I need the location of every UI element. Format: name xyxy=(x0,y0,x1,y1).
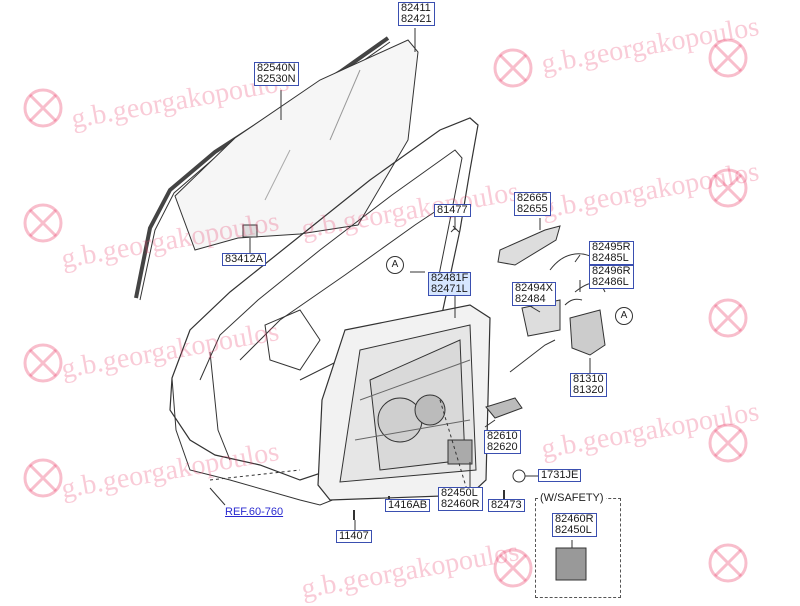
callout-a-marker: A xyxy=(615,307,633,325)
part-label-glass-run[interactable]: 82540N 82530N xyxy=(254,62,299,86)
part-number: 82450L xyxy=(555,524,592,536)
part-number: 82610 xyxy=(487,430,518,442)
part-label-glass[interactable]: 82411 82421 xyxy=(398,2,435,26)
safety-caption: (W/SAFETY) xyxy=(538,492,606,504)
part-number: 82665 xyxy=(517,192,548,204)
part-number: 82471L xyxy=(431,283,468,295)
part-label-motor-bolt[interactable]: 82473 xyxy=(488,499,525,512)
part-number: 81320 xyxy=(573,384,604,396)
part-number: 82655 xyxy=(517,203,548,215)
part-label-glass-holder[interactable]: 83412A xyxy=(222,253,266,266)
reference-link[interactable]: REF.60-760 xyxy=(225,506,284,518)
part-label-handle-bracket[interactable]: 82665 82655 xyxy=(514,192,551,216)
part-number: 82460R xyxy=(441,498,480,510)
part-number: 82411 xyxy=(401,2,431,14)
part-label-inner-handle-base[interactable]: 82494X 82484 xyxy=(512,282,556,306)
part-label-inner-handle[interactable]: 82610 82620 xyxy=(484,430,521,454)
part-label-rod-b[interactable]: 82496R 82486L xyxy=(589,265,634,289)
part-number: 82460R xyxy=(555,513,594,525)
part-number: 81310 xyxy=(573,373,604,385)
part-number: 82530N xyxy=(257,73,296,85)
part-number: 82494X xyxy=(515,282,553,294)
part-label-regulator[interactable]: 82481F 82471L xyxy=(428,272,472,296)
part-number: 82620 xyxy=(487,441,518,453)
part-number: 82486L xyxy=(592,276,629,288)
part-number: 82540N xyxy=(257,62,296,74)
part-number: 82484 xyxy=(515,293,546,305)
part-label-screw[interactable]: 1416AB xyxy=(385,499,431,512)
part-label-safety-motor[interactable]: 82460R 82450L xyxy=(552,513,597,537)
part-label-bolt-top[interactable]: 81477 xyxy=(434,204,471,217)
part-number: 82421 xyxy=(401,13,432,25)
part-number: 82450L xyxy=(441,487,478,499)
part-number: 82485L xyxy=(592,252,629,264)
part-number: 82481F xyxy=(431,272,469,284)
part-number: 82495R xyxy=(592,241,631,253)
part-number: 82496R xyxy=(592,265,631,277)
part-label-latch[interactable]: 81310 81320 xyxy=(570,373,607,397)
part-label-rod-a[interactable]: 82495R 82485L xyxy=(589,241,634,265)
callout-a-marker: A xyxy=(386,256,404,274)
part-label-motor[interactable]: 82450L 82460R xyxy=(438,487,483,511)
part-label-bolt-bottom[interactable]: 11407 xyxy=(336,530,372,543)
part-label-grommet[interactable]: 1731JE xyxy=(538,469,582,482)
